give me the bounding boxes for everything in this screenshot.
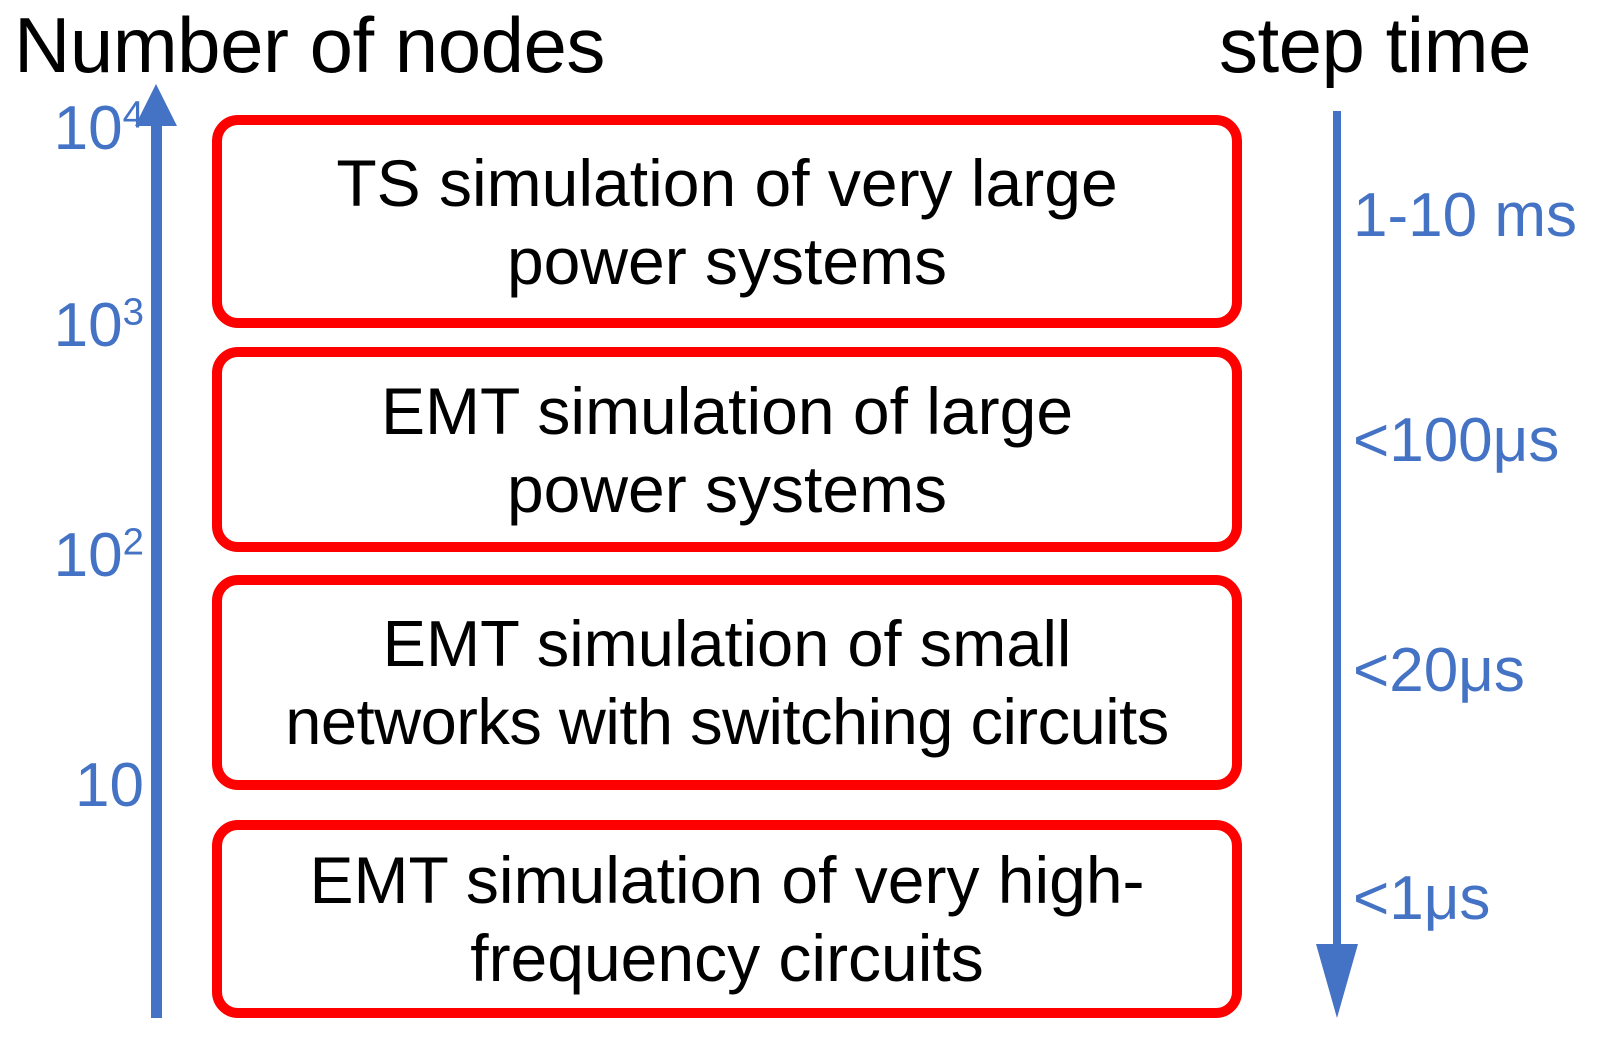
step-time-label-lt-100us: <100μs (1353, 406, 1560, 475)
right-axis-title: step time (1219, 1, 1531, 89)
tick-exponent: 2 (122, 520, 144, 564)
category-box-line: TS simulation of very large (336, 145, 1118, 220)
axis-tick-10e3: 103 (54, 293, 144, 357)
tick-exponent: 3 (122, 290, 144, 334)
axis-tick-10e2: 102 (54, 523, 144, 587)
category-box-line: EMT simulation of very high- (309, 843, 1145, 917)
axis-tick-10: 10 (75, 755, 144, 817)
tick-exponent: 4 (122, 93, 144, 137)
tick-base: 10 (75, 751, 144, 820)
right-axis-shaft (1333, 111, 1341, 946)
category-box-line: EMT simulation of small (382, 606, 1072, 680)
tick-base: 10 (53, 94, 123, 163)
left-axis-title: Number of nodes (14, 1, 605, 89)
step-time-label-lt-20us: <20μs (1353, 636, 1525, 705)
category-box-line: networks with switching circuits (285, 684, 1169, 758)
left-axis-shaft (151, 118, 162, 1018)
step-time-label-1-10ms: 1-10 ms (1353, 181, 1577, 250)
up-arrow-icon (135, 84, 177, 126)
category-box-emt-small-switching: EMT simulation of small networks with sw… (212, 575, 1242, 790)
category-box-line: frequency circuits (470, 921, 984, 995)
category-box-emt-large: EMT simulation of large power systems (212, 347, 1242, 552)
category-box-line: power systems (506, 451, 948, 526)
tick-base: 10 (53, 521, 123, 590)
category-box-emt-very-high-frequency: EMT simulation of very high- frequency c… (212, 820, 1242, 1018)
category-box-line: power systems (506, 223, 948, 298)
tick-base: 10 (53, 291, 123, 360)
step-time-label-lt-1us: <1μs (1353, 864, 1491, 933)
axis-tick-10e4: 104 (54, 96, 144, 160)
category-box-line: EMT simulation of large (380, 373, 1074, 448)
category-box-ts-very-large: TS simulation of very large power system… (212, 115, 1242, 328)
down-arrow-icon (1316, 944, 1358, 1018)
